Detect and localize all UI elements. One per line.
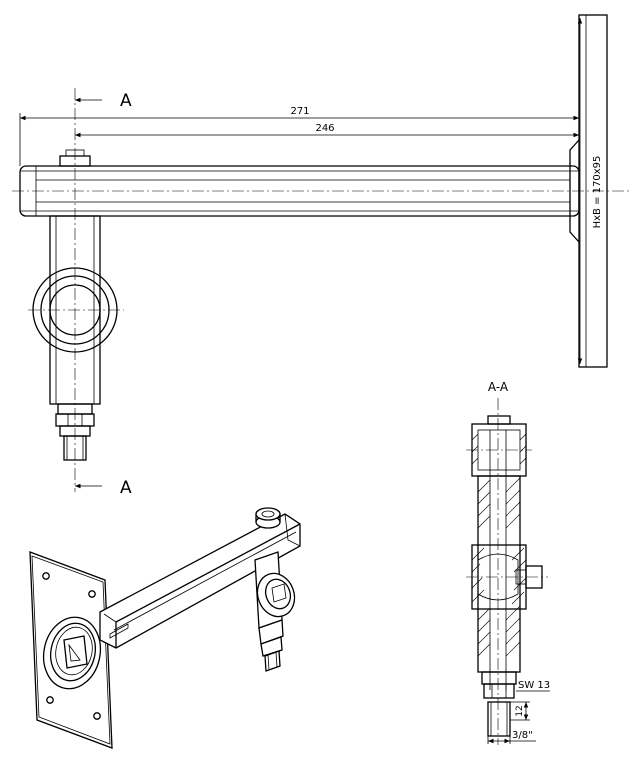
iso-hole [93,712,101,720]
wrench-size-label: SW 13 [518,680,550,691]
iso-square-socket [63,635,88,669]
plate-flange [569,139,580,243]
section-title: A-A [488,380,509,394]
height-dim-label: 12 [515,705,525,716]
section-thread [487,701,511,737]
iso-hole [88,590,96,598]
iso-wall-plate [29,551,113,749]
iso-hole [42,572,50,580]
section-holder-body [477,475,521,673]
iso-hole [46,696,54,704]
iso-boss [42,616,102,690]
dim-inner: 246 [315,123,334,134]
section-marker-bottom: A [120,478,132,498]
front-view: A A 271 246 HxB = 170x95 [12,14,630,498]
dim-overall: 271 [290,106,309,117]
plate-size-label: HxB = 170x95 [592,156,603,229]
section-nut [483,683,515,699]
section-marker-top: A [120,91,132,111]
thread-label: 3/8" [512,730,533,741]
isometric-view [29,507,301,749]
section-view: A-A [466,380,550,745]
